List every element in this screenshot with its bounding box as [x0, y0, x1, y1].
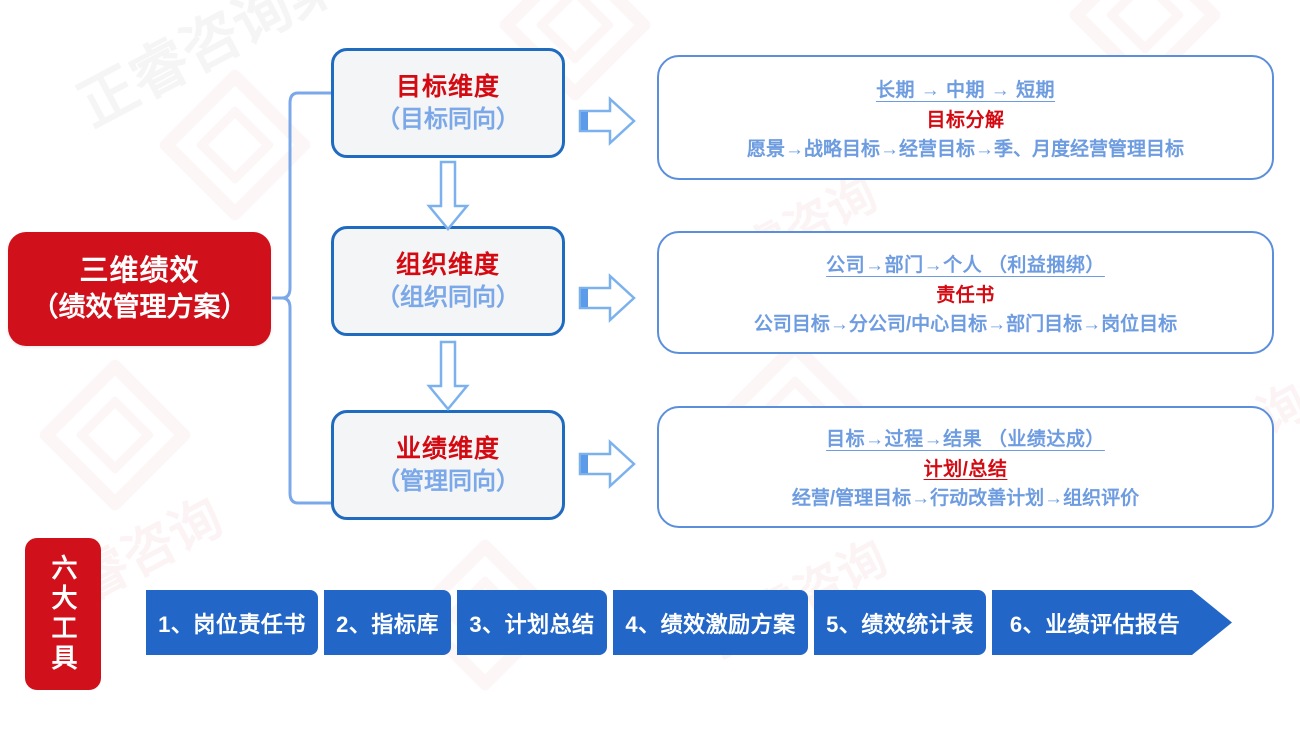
- dimension-box-organization[interactable]: 组织维度 （组织同向）: [331, 226, 565, 336]
- detail-keyword: 目标分解: [926, 109, 1005, 131]
- brace-connector-icon: [272, 91, 334, 505]
- arrow-right-icon: [578, 273, 636, 323]
- detail-headline: 长期 → 中期 → 短期: [875, 79, 1056, 101]
- tools-toolbar: 1、岗位责任书 2、指标库 3、计划总结 4、绩效激励方案 5、绩效统计表 6、…: [146, 590, 1232, 655]
- arrow-right-icon: [578, 439, 636, 489]
- tool-item-label: 6、业绩评估报告: [1009, 611, 1181, 637]
- tool-item-5[interactable]: 5、绩效统计表: [814, 590, 986, 655]
- tool-item-4[interactable]: 4、绩效激励方案: [613, 590, 808, 655]
- dimension-title: 业绩维度: [395, 435, 500, 464]
- six-tools-badge[interactable]: 六大工具: [25, 538, 101, 690]
- dimension-subtitle: （目标同向）: [376, 105, 520, 133]
- dimension-subtitle: （管理同向）: [376, 467, 520, 495]
- six-tools-label: 六大工具: [48, 554, 78, 674]
- tool-item-label: 4、绩效激励方案: [625, 611, 796, 637]
- dimension-box-goal[interactable]: 目标维度 （目标同向）: [331, 48, 565, 158]
- detail-keyword: 计划/总结: [923, 459, 1008, 480]
- tool-item-2[interactable]: 2、指标库: [324, 590, 451, 655]
- detail-panel-goal[interactable]: 长期 → 中期 → 短期 目标分解 愿景→战略目标→经营目标→季、月度经营管理目…: [657, 55, 1274, 180]
- arrow-down-icon: [426, 160, 470, 231]
- detail-flow: 愿景→战略目标→经营目标→季、月度经营管理目标: [746, 138, 1184, 160]
- detail-headline: 目标→过程→结果 （业绩达成）: [826, 429, 1105, 450]
- detail-panel-performance[interactable]: 目标→过程→结果 （业绩达成） 计划/总结 经营/管理目标→行动改善计划→组织评…: [657, 406, 1274, 528]
- tool-item-label: 5、绩效统计表: [826, 611, 974, 637]
- dimension-box-performance[interactable]: 业绩维度 （管理同向）: [331, 410, 565, 520]
- dimension-title: 组织维度: [395, 251, 500, 280]
- tool-item-3[interactable]: 3、计划总结: [457, 590, 607, 655]
- tool-item-6[interactable]: 6、业绩评估报告: [992, 590, 1232, 655]
- dimension-subtitle: （组织同向）: [376, 283, 520, 311]
- detail-headline: 公司→部门→个人 （利益捆绑）: [826, 254, 1105, 276]
- detail-flow: 公司目标→分公司/中心目标→部门目标→岗位目标: [753, 313, 1178, 335]
- arrow-right-icon: [578, 96, 636, 146]
- root-node-three-dimension-performance[interactable]: 三维绩效 （绩效管理方案）: [8, 232, 271, 346]
- tool-item-1[interactable]: 1、岗位责任书: [146, 590, 318, 655]
- arrow-down-icon: [426, 340, 470, 411]
- root-node-title: 三维绩效: [79, 255, 200, 288]
- detail-panel-organization[interactable]: 公司→部门→个人 （利益捆绑） 责任书 公司目标→分公司/中心目标→部门目标→岗…: [657, 231, 1274, 354]
- tool-item-label: 1、岗位责任书: [158, 611, 306, 637]
- detail-keyword: 责任书: [936, 284, 995, 306]
- detail-flow: 经营/管理目标→行动改善计划→组织评价: [791, 488, 1140, 509]
- tool-item-label: 2、指标库: [336, 611, 439, 637]
- tool-item-label: 3、计划总结: [469, 611, 595, 637]
- dimension-title: 目标维度: [395, 73, 500, 102]
- root-node-subtitle: （绩效管理方案）: [31, 292, 248, 323]
